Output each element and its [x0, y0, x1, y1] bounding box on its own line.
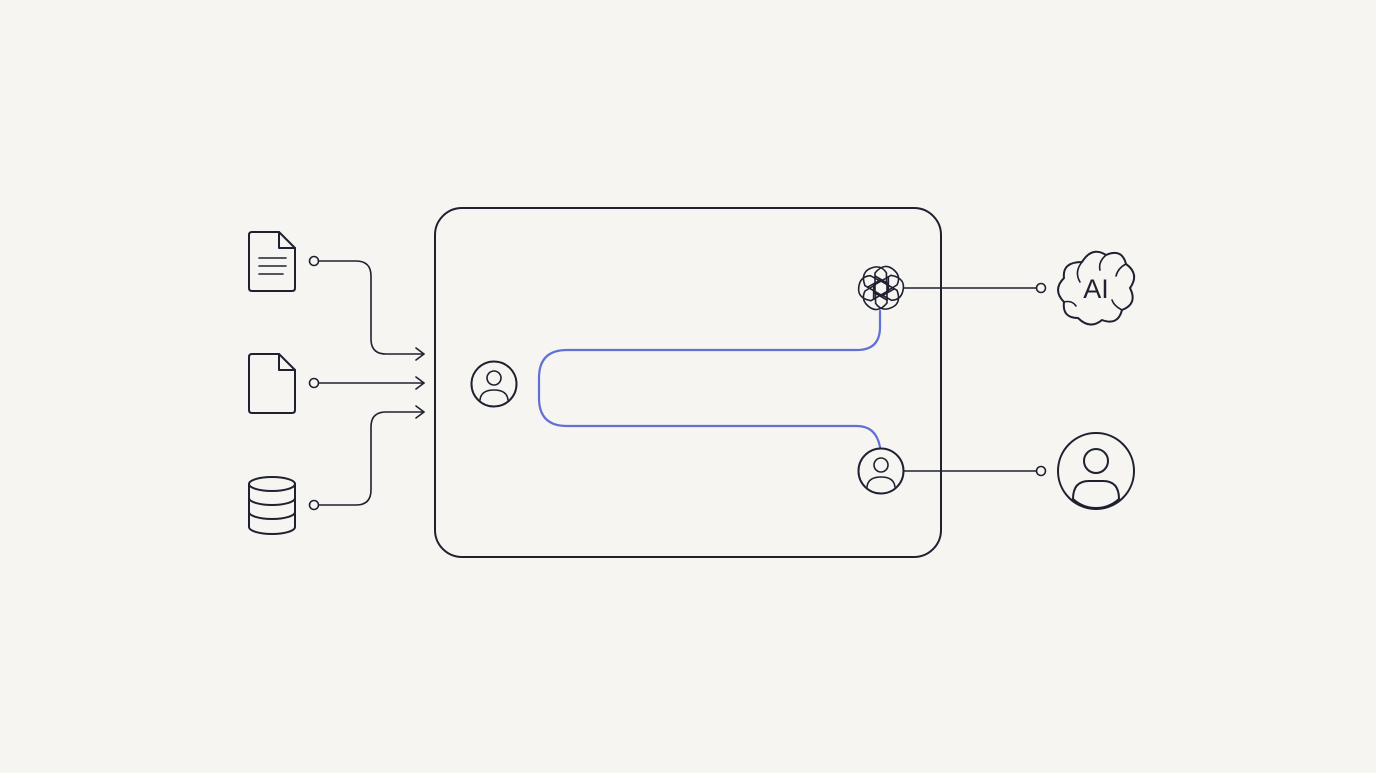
connector-dot — [1035, 465, 1047, 477]
openai-logo-icon — [857, 265, 905, 311]
connector-dot — [308, 255, 320, 267]
human-review-node — [857, 447, 905, 495]
ai-label: AI — [1083, 274, 1109, 304]
output-connector-ai — [903, 282, 1047, 294]
blank-file-icon — [248, 353, 296, 414]
connector-dot — [308, 377, 320, 389]
ai-cloud-icon: AI — [1057, 250, 1136, 326]
person-output-icon — [1057, 432, 1135, 510]
database-icon — [248, 476, 296, 535]
input-connector-middle — [308, 376, 425, 390]
output-connector-person — [903, 465, 1047, 477]
input-connector-bottom — [308, 405, 425, 511]
entry-user-node — [470, 360, 518, 408]
input-connector-top — [308, 255, 425, 361]
document-text-icon — [248, 231, 296, 292]
connector-dot — [308, 499, 320, 511]
flow-path — [537, 309, 882, 449]
central-panel — [434, 207, 942, 558]
connector-dot — [1035, 282, 1047, 294]
